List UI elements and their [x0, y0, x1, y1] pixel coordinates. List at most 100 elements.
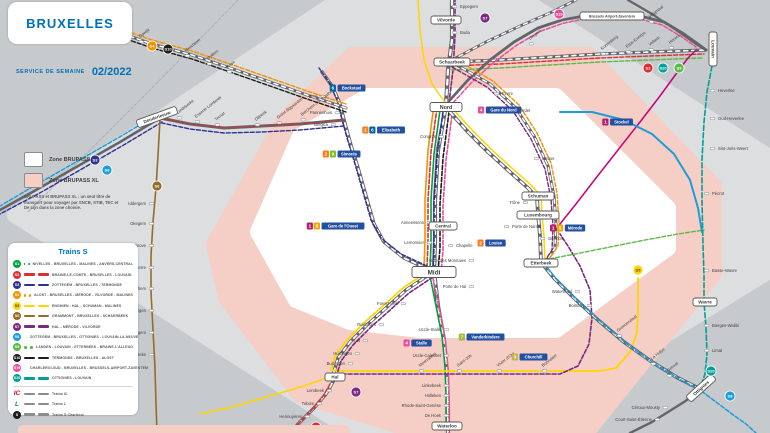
station-label: Sint-Joris-Weert — [718, 146, 749, 151]
zone-brupass-xl-swatch — [24, 173, 43, 188]
transit-line-badge-number: 7 — [461, 335, 464, 340]
map-badge-circle — [162, 43, 174, 55]
legend-route-text: OTTIGNIES - LOUVAIN — [52, 376, 92, 381]
station-tick — [600, 52, 607, 56]
transit-line-badge-number: 2 — [479, 241, 482, 246]
legend-line-sample-solid — [38, 325, 49, 328]
legend-line-sample-solid — [38, 283, 49, 287]
rail-line-sw-far-base — [0, 116, 162, 212]
metro-station-label: Churchill — [525, 355, 543, 360]
station-tick — [334, 111, 341, 115]
transit-line-badge-2 — [477, 239, 484, 247]
station-tick — [447, 244, 454, 248]
transit-line-badge-number: 1 — [552, 226, 555, 231]
major-station-box — [431, 421, 463, 431]
legend-line-sample-solid — [28, 263, 30, 266]
station-label: Mollem — [206, 48, 220, 61]
legend-route-text: Trains S Charleroi — [52, 412, 84, 417]
transit-line-badge-2 — [362, 126, 369, 134]
rail-line-ering-hatch — [454, 63, 557, 261]
station-label: Iddergem — [128, 201, 146, 206]
major-station-label: Wavre — [698, 300, 712, 305]
legend-badge-S6: S6 — [13, 312, 21, 321]
station-label: Lembeek — [307, 388, 325, 393]
station-tick — [148, 331, 155, 335]
legend-line-sample-dashed — [24, 346, 28, 349]
station-label: Idegem — [132, 330, 146, 335]
metro-station-box — [321, 222, 365, 230]
zone-brupass-swatch — [24, 152, 43, 167]
station-label: Buizingen — [327, 361, 346, 366]
service-value: 02/2022 — [91, 66, 132, 78]
rail-line-s8-se — [543, 263, 757, 433]
map-badge-circle — [724, 390, 736, 402]
transit-line-badge-number: 2 — [325, 152, 328, 157]
station-label: Limal — [712, 348, 722, 353]
map-badge-label: S20 — [707, 369, 715, 374]
legend-line-sample-dashed — [24, 294, 27, 297]
rail-line-canal — [27, 0, 239, 213]
legend-badge-S9: S9 — [13, 343, 21, 352]
legend-route-text: Trains L — [52, 402, 67, 407]
station-label: Veltem — [648, 35, 662, 47]
map-badge-label: S6 — [155, 184, 161, 189]
zone-brupass — [250, 88, 676, 338]
zone-legend: Zone BRUPASS Zone BRUPASS XL BRUPASS et … — [24, 152, 136, 211]
metro-station-label: Elisabeth — [382, 128, 401, 133]
station-ternat: Ternat — [214, 110, 226, 127]
metro-station-label: Mérode — [568, 226, 583, 231]
station-label: Hennuyères — [279, 414, 302, 419]
map-badge-S19: S19 — [553, 8, 565, 20]
station-tick — [418, 369, 425, 373]
station-p-crot: Pécrot — [703, 191, 725, 196]
station-chapelle: Chapelle — [447, 243, 473, 248]
metro-station-label: Stalle — [416, 341, 428, 346]
rail-line-s20-line — [700, 65, 713, 387]
page-title: BRUXELLES — [26, 15, 114, 31]
station-label: Porte de Namur — [512, 224, 542, 229]
transit-line-badge-4 — [403, 339, 410, 347]
metro-station-box — [564, 224, 586, 232]
legend-line-sample-solid — [38, 403, 49, 406]
metro-station-box — [485, 239, 506, 247]
major-station-box — [433, 57, 471, 67]
metro-station-label: Vanderkindere — [471, 335, 500, 340]
rail-line-leuven-hatch — [451, 49, 707, 63]
metro-station-label: Stockel — [614, 120, 629, 125]
metro-station-box — [337, 84, 366, 92]
legend-line-sample-solid — [38, 392, 49, 396]
station-tick — [468, 285, 475, 289]
legend-badge-S20: S20 — [13, 374, 21, 383]
major-station-box — [516, 210, 560, 220]
metro-station-box — [485, 106, 522, 114]
station-tick — [493, 92, 500, 96]
station-label: Linkebeek — [422, 383, 442, 388]
station-germoir: Germoir — [539, 236, 564, 241]
legend-line-sample-dashed — [24, 325, 35, 328]
station-tick — [468, 259, 475, 263]
partners-panel-edge — [18, 425, 350, 433]
map-badge-S20: S20 — [657, 62, 669, 74]
station-label: Okegem — [130, 221, 146, 226]
rail-line-s9-east — [543, 229, 705, 261]
map-badge-label: S20 — [659, 66, 667, 71]
station-tick — [362, 339, 369, 343]
legend-badge-S10: S10 — [13, 353, 21, 362]
station-tick — [451, 31, 458, 35]
station-label: Court-Saint-Étienne — [615, 417, 652, 422]
map-badge-label: S5 — [636, 268, 642, 273]
map-badge-label: S19 — [555, 12, 563, 17]
station-label: Bordet — [518, 108, 531, 113]
rail-line-s10-trunk — [437, 111, 450, 273]
rail-line-s1-trunk — [429, 109, 441, 271]
station-label: Boitsfort — [569, 303, 585, 308]
major-station-label: Central — [435, 224, 451, 229]
station-tick — [533, 157, 540, 161]
major-station-box — [521, 191, 555, 201]
